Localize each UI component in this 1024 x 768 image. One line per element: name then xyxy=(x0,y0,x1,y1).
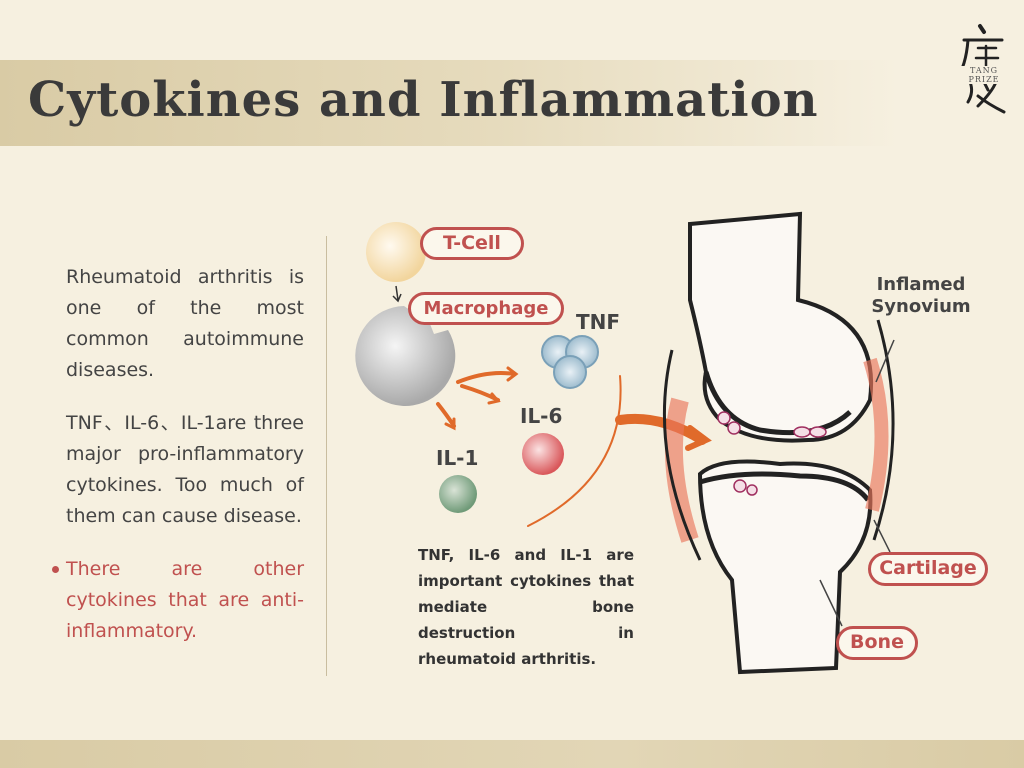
il6-label: IL-6 xyxy=(520,404,563,428)
big-arrow-icon xyxy=(527,375,712,527)
intro-paragraph-2: TNF、IL-6、IL-1are three major pro-inflamm… xyxy=(66,412,304,527)
title-band xyxy=(0,60,900,146)
anti-inflammatory-note: There are other cytokines that are anti-… xyxy=(66,558,304,642)
column-divider xyxy=(326,236,327,676)
logo-subtitle: TANG PRIZE xyxy=(954,66,1014,84)
bottom-band xyxy=(0,740,1024,768)
cytokine-arrows-icon xyxy=(436,366,519,431)
small-arrow-icon xyxy=(392,285,402,303)
t-cell-icon xyxy=(366,222,426,282)
il1-label: IL-1 xyxy=(436,446,479,470)
bone-label: Bone xyxy=(836,626,918,660)
knee-joint-icon xyxy=(662,211,895,675)
bullet-icon xyxy=(52,566,59,573)
tnf-label: TNF xyxy=(576,310,621,334)
intro-paragraph-1: Rheumatoid arthritis is one of the most … xyxy=(66,266,304,381)
diagram-caption: TNF, IL-6 and IL-1 are important cytokin… xyxy=(418,546,634,668)
page-title: Cytokines and Inflammation xyxy=(28,72,819,128)
macrophage-label: Macrophage xyxy=(408,292,564,325)
il6-molecule-icon xyxy=(522,433,564,475)
intro-text: Rheumatoid arthritis is one of the most … xyxy=(52,262,304,669)
il1-molecule-icon xyxy=(439,475,477,513)
inflamed-synovium-label: Inflamed Synovium xyxy=(871,274,971,317)
tnf-molecule-icon xyxy=(541,335,599,389)
intro-paragraph-3: There are other cytokines that are anti-… xyxy=(52,554,304,647)
macrophage-icon xyxy=(355,306,456,406)
cartilage-label: Cartilage xyxy=(868,552,988,586)
t-cell-label: T-Cell xyxy=(420,227,524,260)
